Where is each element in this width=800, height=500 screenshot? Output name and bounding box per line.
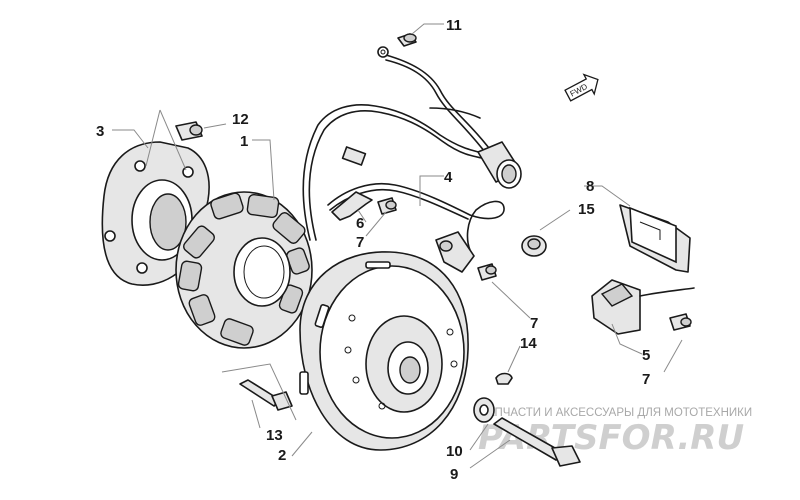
washer-part-10 — [473, 397, 495, 423]
callout-4: 4 — [444, 169, 453, 186]
wiring-harness — [302, 54, 505, 251]
bolt-part-13 — [239, 379, 293, 411]
bolt-part-11 — [397, 33, 417, 47]
callout-7a: 7 — [356, 234, 364, 251]
callout-12: 12 — [232, 111, 249, 128]
callout-2: 2 — [278, 447, 286, 464]
callout-9: 9 — [450, 466, 458, 483]
callout-15: 15 — [578, 201, 595, 218]
regulator-part-5 — [591, 279, 695, 335]
watermark-caption: ЗАПЧАСТИ И АКСЕССУАРЫ ДЛЯ МОТОТЕХНИКИ — [480, 407, 752, 419]
callout-10: 10 — [446, 443, 463, 460]
callout-7b: 7 — [530, 315, 538, 332]
callout-3: 3 — [96, 123, 104, 140]
screw-part-7c — [669, 313, 692, 331]
small-connector — [341, 146, 367, 166]
grommet-part-15 — [521, 235, 547, 257]
bolt-part-9 — [493, 417, 581, 467]
callout-11: 11 — [446, 17, 462, 34]
callouts: 11 12 3 1 4 6 7 8 15 7 14 5 7 13 2 10 9 — [96, 17, 650, 483]
callout-14: 14 — [520, 335, 537, 352]
callout-8: 8 — [586, 178, 594, 195]
callout-6: 6 — [356, 215, 364, 232]
bracket-part-6 — [331, 191, 373, 221]
stator-part-1 — [175, 191, 313, 349]
pickup-sensor — [435, 231, 475, 273]
flywheel-part-2 — [299, 251, 469, 451]
screw-part-7b — [477, 263, 497, 281]
callout-13: 13 — [266, 427, 283, 444]
key-part-14 — [495, 372, 513, 385]
ring-terminal — [377, 46, 389, 58]
callout-7c: 7 — [642, 371, 650, 388]
bolt-part-12 — [175, 121, 203, 141]
connector-plug — [477, 141, 522, 189]
callout-1: 1 — [240, 133, 248, 150]
screw-part-7a — [377, 197, 397, 215]
forward-arrow-icon: FWD — [564, 73, 599, 102]
pad-part-8 — [619, 204, 691, 273]
callout-5: 5 — [642, 347, 650, 364]
leader-lines — [112, 23, 683, 469]
